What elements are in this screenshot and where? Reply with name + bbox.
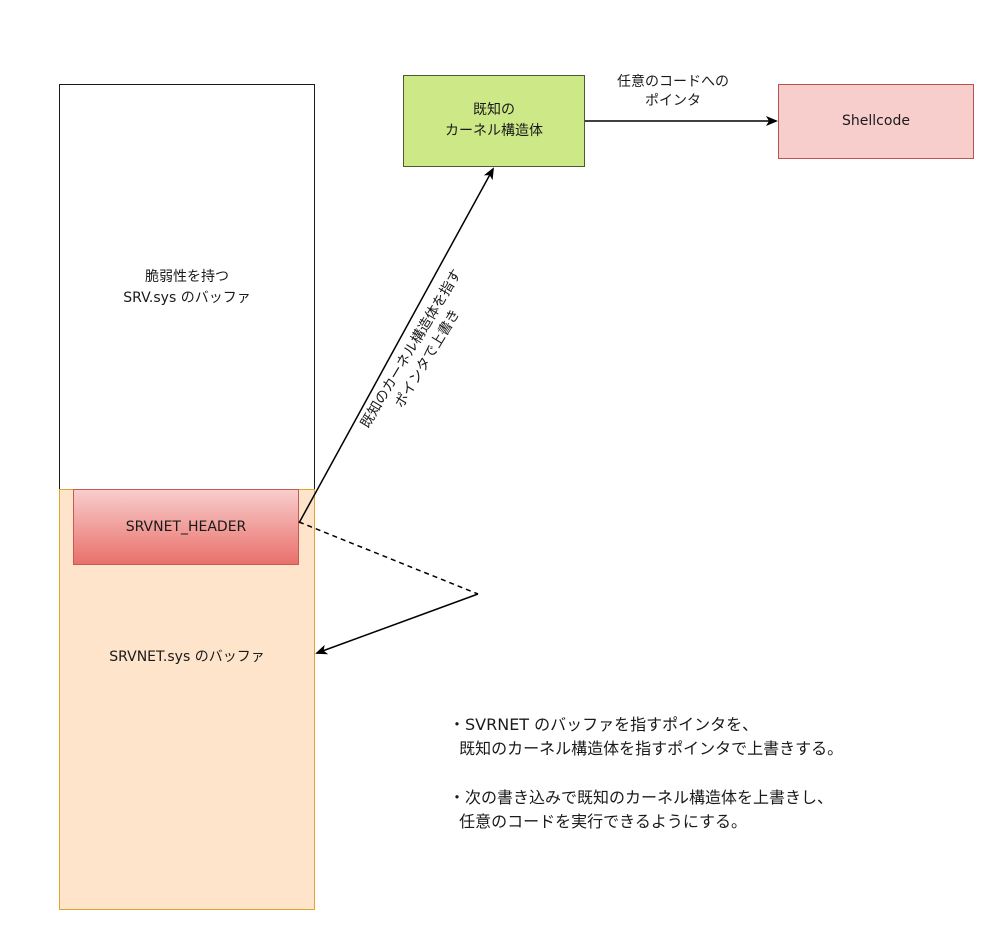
note-1: ・SVRNET のバッファを指すポインタを、 既知のカーネル構造体を指すポインタ… <box>449 713 843 761</box>
pointer-to-code-label-line2: ポインタ <box>645 93 701 109</box>
dashed-connector <box>298 521 479 595</box>
note-2-line2: 任意のコードを実行できるようにする。 <box>449 812 748 831</box>
kernel-struct-label-line2: カーネル構造体 <box>445 123 543 139</box>
note-1-line1: ・SVRNET のバッファを指すポインタを、 <box>449 715 759 734</box>
note-1-line2: 既知のカーネル構造体を指すポインタで上書きする。 <box>449 739 844 758</box>
srv-buffer-label-line2: SRV.sys のバッファ <box>123 289 251 306</box>
kernel-struct-label-line1: 既知の <box>473 102 515 118</box>
srvnet-buffer-label: SRVNET.sys のバッファ <box>109 649 265 665</box>
srv-sys-buffer: 脆弱性を持つ SRV.sys のバッファ <box>59 84 315 490</box>
kernel-struct-box: 既知の カーネル構造体 <box>403 75 585 167</box>
overwrite-arrow <box>298 167 494 524</box>
note-2-line1: ・次の書き込みで既知のカーネル構造体を上書きし、 <box>449 788 834 807</box>
srvnet-header-label: SRVNET_HEADER <box>125 518 247 535</box>
pointer-to-code-label: 任意のコードへの ポインタ <box>598 73 748 111</box>
pointer-to-code-label-line1: 任意のコードへの <box>617 74 729 90</box>
note-2: ・次の書き込みで既知のカーネル構造体を上書きし、 任意のコードを実行できるように… <box>449 786 833 834</box>
shellcode-box: Shellcode <box>778 84 974 159</box>
return-arrow <box>315 593 479 655</box>
srv-buffer-label-line1: 脆弱性を持つ <box>145 268 229 285</box>
srvnet-header-box: SRVNET_HEADER <box>73 489 299 565</box>
shellcode-label: Shellcode <box>842 113 910 129</box>
